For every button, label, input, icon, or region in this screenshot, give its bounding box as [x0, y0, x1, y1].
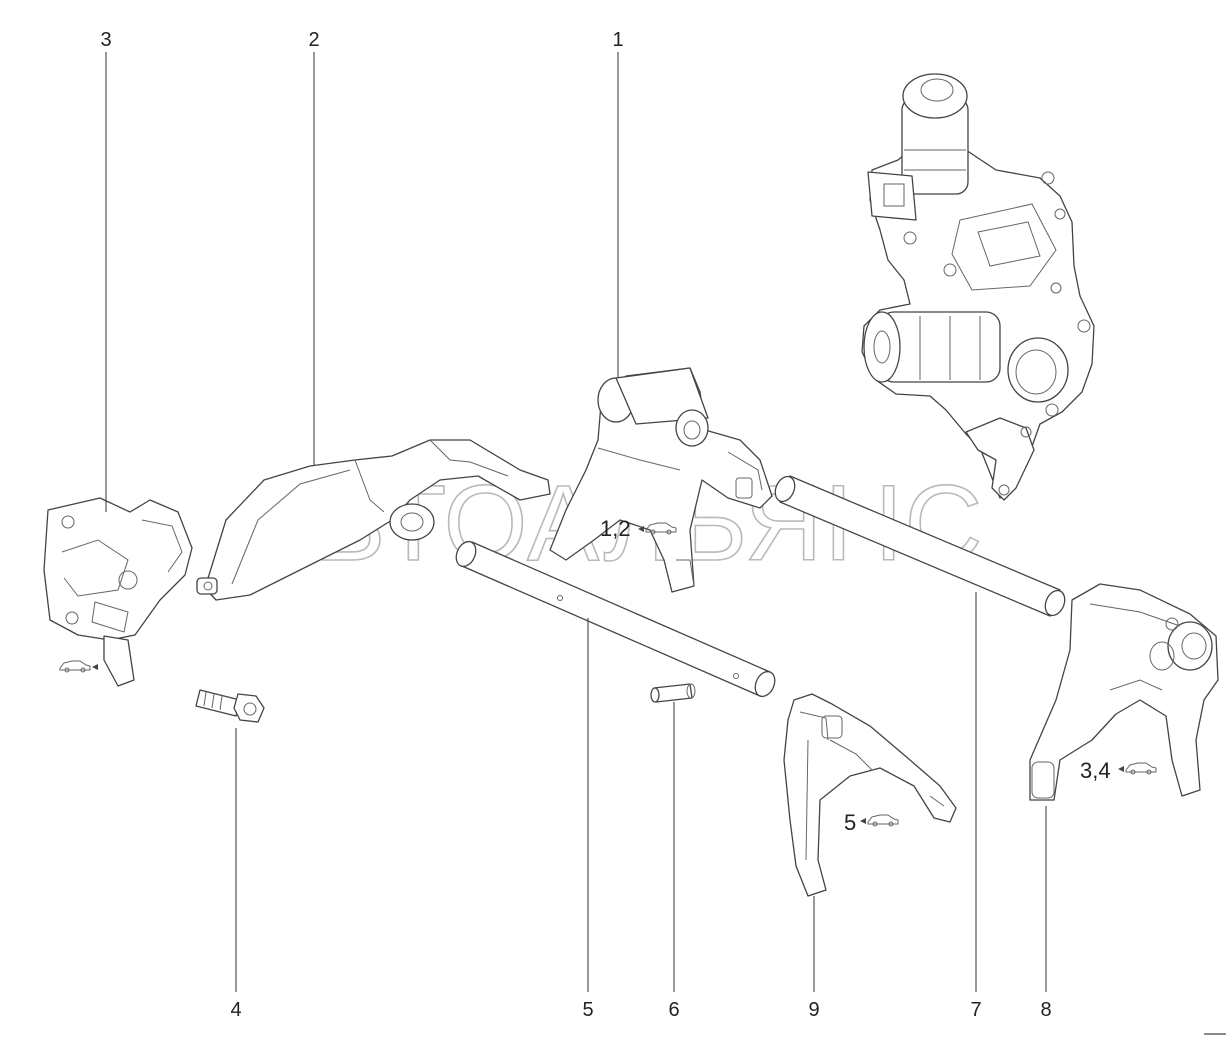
shift-rod-part-5: [455, 540, 776, 698]
callout-2: 2: [308, 29, 319, 51]
callout-8: 8: [1040, 999, 1051, 1021]
callout-4: 4: [230, 999, 241, 1021]
shift-fork-part-8: [1029, 583, 1219, 801]
callout-numbers: 3 2 1 4 5 6 9 7 8: [100, 29, 1051, 1021]
shift-rod-part-7: [774, 475, 1066, 617]
shift-fork-part-9: [783, 693, 957, 897]
callout-6: 6: [668, 999, 679, 1021]
callout-3: 3: [100, 29, 111, 51]
gear-label-3-4: 3,4: [1080, 758, 1111, 783]
car-direction-icon: [59, 660, 98, 673]
car-direction-icon: [638, 522, 677, 535]
pin-part-6: [650, 683, 696, 703]
callout-9: 9: [808, 999, 819, 1021]
callout-5: 5: [582, 999, 593, 1021]
car-direction-icon: [1118, 762, 1157, 775]
leader-lines: [105, 52, 1047, 992]
bolt-part-4: [195, 689, 265, 723]
gearbox-actuator-assembly: [861, 73, 1095, 501]
bracket-plate-part-3: [43, 497, 193, 687]
gear-label-5: 5: [844, 810, 856, 835]
shift-fork-part-1: [549, 367, 773, 593]
shift-lever-part-2: [196, 439, 551, 601]
callout-7: 7: [970, 999, 981, 1021]
callout-1: 1: [612, 29, 623, 51]
car-direction-icon: [860, 814, 899, 827]
gear-label-1-2: 1,2: [600, 516, 631, 541]
